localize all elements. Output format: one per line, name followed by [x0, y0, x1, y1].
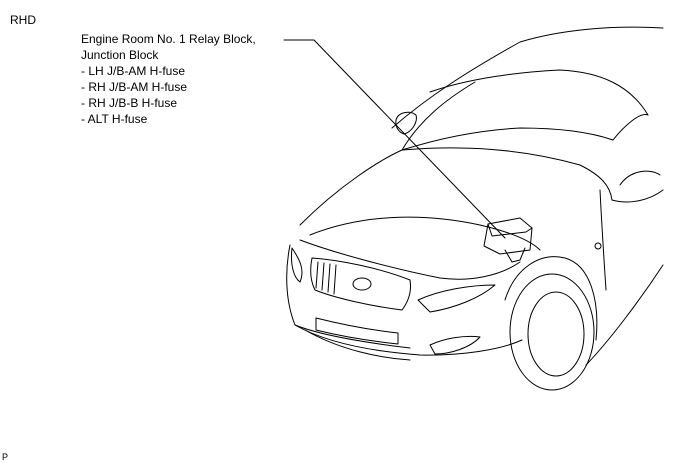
hood-outline — [299, 147, 613, 226]
hood-crease — [309, 216, 541, 251]
callout-line-3: - LH J/B-AM H-fuse — [81, 64, 186, 78]
callout-line-5: - RH J/B-B H-fuse — [81, 96, 178, 110]
windshield-bottom — [401, 127, 614, 151]
relay-block-mount — [504, 247, 526, 263]
headlight-right — [417, 284, 496, 313]
grille-outline — [310, 257, 411, 311]
a-pillar — [401, 81, 476, 151]
body-side — [611, 189, 664, 203]
lower-bumper — [294, 324, 523, 356]
roof-outline — [391, 26, 664, 129]
callout-line-1: Engine Room No. 1 Relay Block, — [81, 32, 256, 46]
front-wheel — [509, 273, 595, 391]
windshield-top — [429, 69, 649, 116]
grille-bar-4 — [333, 264, 337, 295]
side-mirror — [395, 111, 417, 135]
callout-line-2: Junction Block — [81, 48, 159, 62]
drive-side-label: RHD — [10, 13, 36, 27]
license-plate — [315, 317, 399, 345]
brand-emblem-icon — [352, 277, 372, 291]
grille-bar-3 — [327, 263, 331, 293]
leader-line — [283, 39, 506, 239]
door-handle-icon — [594, 242, 602, 250]
door-line — [599, 189, 607, 291]
lower-intake — [304, 329, 411, 361]
hood-front-edge — [299, 239, 521, 280]
callout-line-4: - RH J/B-AM H-fuse — [81, 80, 188, 94]
grille-bar-2 — [321, 262, 325, 291]
mirror-2 — [619, 170, 661, 186]
relay-block-callout: Engine Room No. 1 Relay Block, Junction … — [81, 31, 256, 127]
grille-bar-1 — [315, 261, 319, 289]
rocker — [585, 264, 664, 366]
headlight-left — [291, 247, 303, 283]
windshield-side — [612, 114, 649, 141]
fog-light — [429, 335, 481, 355]
diagram-code: P — [2, 452, 9, 462]
relay-block-detail — [487, 223, 533, 237]
wheel-arch — [504, 256, 598, 341]
front-wheel-rim — [527, 291, 585, 377]
callout-line-6: - ALT H-fuse — [81, 112, 148, 126]
relay-block — [483, 217, 533, 255]
